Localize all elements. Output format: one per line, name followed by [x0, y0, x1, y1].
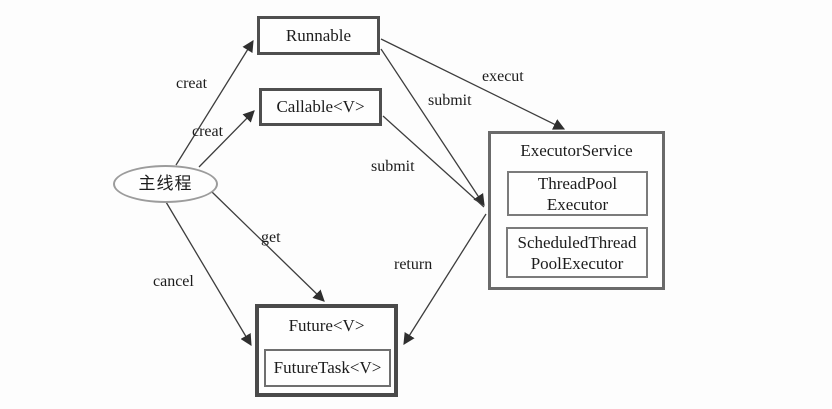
node-callable: Callable<V> [259, 88, 382, 126]
node-scheduled-threadpool-executor: ScheduledThread PoolExecutor [506, 227, 648, 278]
edge-label-execut: execut [482, 68, 524, 85]
node-main-thread: 主线程 [113, 165, 218, 203]
edge-label-submit-callable: submit [371, 158, 415, 175]
edge-submit-runnable-to-executorservice [380, 48, 485, 206]
node-future-task: FutureTask<V> [264, 349, 391, 387]
executor-service-title: ExecutorService [520, 141, 633, 160]
edge-creat-to-callable [198, 110, 255, 168]
edge-creat-to-runnable [175, 40, 254, 166]
edge-label-creat-runnable: creat [176, 75, 208, 92]
edge-label-return: return [394, 256, 433, 273]
edge-return-to-future [403, 213, 487, 345]
threadpool-executor-line1: ThreadPool [537, 173, 618, 193]
edge-label-submit-runnable: submit [428, 92, 472, 109]
edge-label-get: get [261, 229, 281, 246]
node-executor-service: ExecutorService ThreadPool Executor Sche… [488, 131, 665, 290]
node-threadpool-executor: ThreadPool Executor [507, 171, 648, 216]
node-future: Future<V> FutureTask<V> [255, 304, 398, 397]
edge-get-to-future [211, 191, 325, 302]
edge-label-creat-callable: creat [192, 123, 224, 140]
edge-submit-callable-to-executorservice [382, 115, 485, 208]
edge-label-cancel: cancel [153, 273, 194, 290]
edge-cancel-to-future [165, 201, 252, 347]
threadpool-executor-line2: Executor [546, 194, 609, 214]
node-runnable: Runnable [257, 16, 380, 55]
scheduled-threadpool-line1: ScheduledThread [517, 232, 637, 252]
edge-execut-to-executorservice [380, 38, 566, 130]
scheduled-threadpool-line2: PoolExecutor [530, 253, 624, 273]
future-title: Future<V> [288, 316, 365, 335]
